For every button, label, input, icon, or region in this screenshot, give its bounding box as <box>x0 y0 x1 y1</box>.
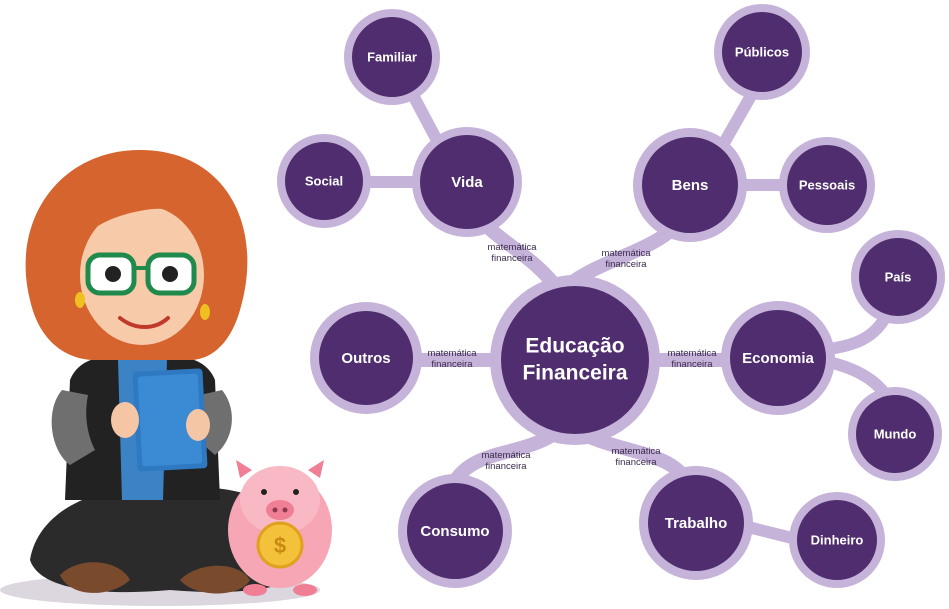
nodes: Educação Financeira Vida Familiar Social… <box>277 4 945 588</box>
consumo-label: Consumo <box>420 523 489 540</box>
node-economia[interactable]: Economia <box>721 301 835 415</box>
center-label-line1: Educação <box>525 335 624 358</box>
node-consumo[interactable]: Consumo <box>398 474 512 588</box>
node-pessoais[interactable]: Pessoais <box>779 137 875 233</box>
node-outros[interactable]: Outros <box>310 302 422 414</box>
bens-label: Bens <box>672 177 709 194</box>
pais-label: País <box>885 269 912 284</box>
publicos-label: Públicos <box>735 44 789 59</box>
center-label-line2: Financeira <box>522 362 627 385</box>
node-publicos[interactable]: Públicos <box>714 4 810 100</box>
outros-label: Outros <box>341 350 390 367</box>
node-mundo[interactable]: Mundo <box>848 387 942 481</box>
dinheiro-label: Dinheiro <box>811 532 864 547</box>
vida-label: Vida <box>451 174 483 191</box>
economia-label: Economia <box>742 350 814 367</box>
node-educacao-financeira[interactable]: Educação Financeira <box>490 275 660 445</box>
node-pais[interactable]: País <box>851 230 945 324</box>
mundo-label: Mundo <box>874 426 917 441</box>
node-vida[interactable]: Vida <box>412 127 522 237</box>
teacher-illustration <box>0 150 320 606</box>
pessoais-label: Pessoais <box>799 177 855 192</box>
node-dinheiro[interactable]: Dinheiro <box>789 492 885 588</box>
node-bens[interactable]: Bens <box>633 128 747 242</box>
social-label: Social <box>305 173 343 188</box>
piggy-bank-illustration: $ <box>228 460 332 596</box>
node-social[interactable]: Social <box>277 134 371 228</box>
trabalho-label: Trabalho <box>665 515 728 532</box>
node-familiar[interactable]: Familiar <box>344 9 440 105</box>
node-trabalho[interactable]: Trabalho <box>639 466 753 580</box>
svg-text:$: $ <box>274 533 286 558</box>
familiar-label: Familiar <box>367 49 417 64</box>
